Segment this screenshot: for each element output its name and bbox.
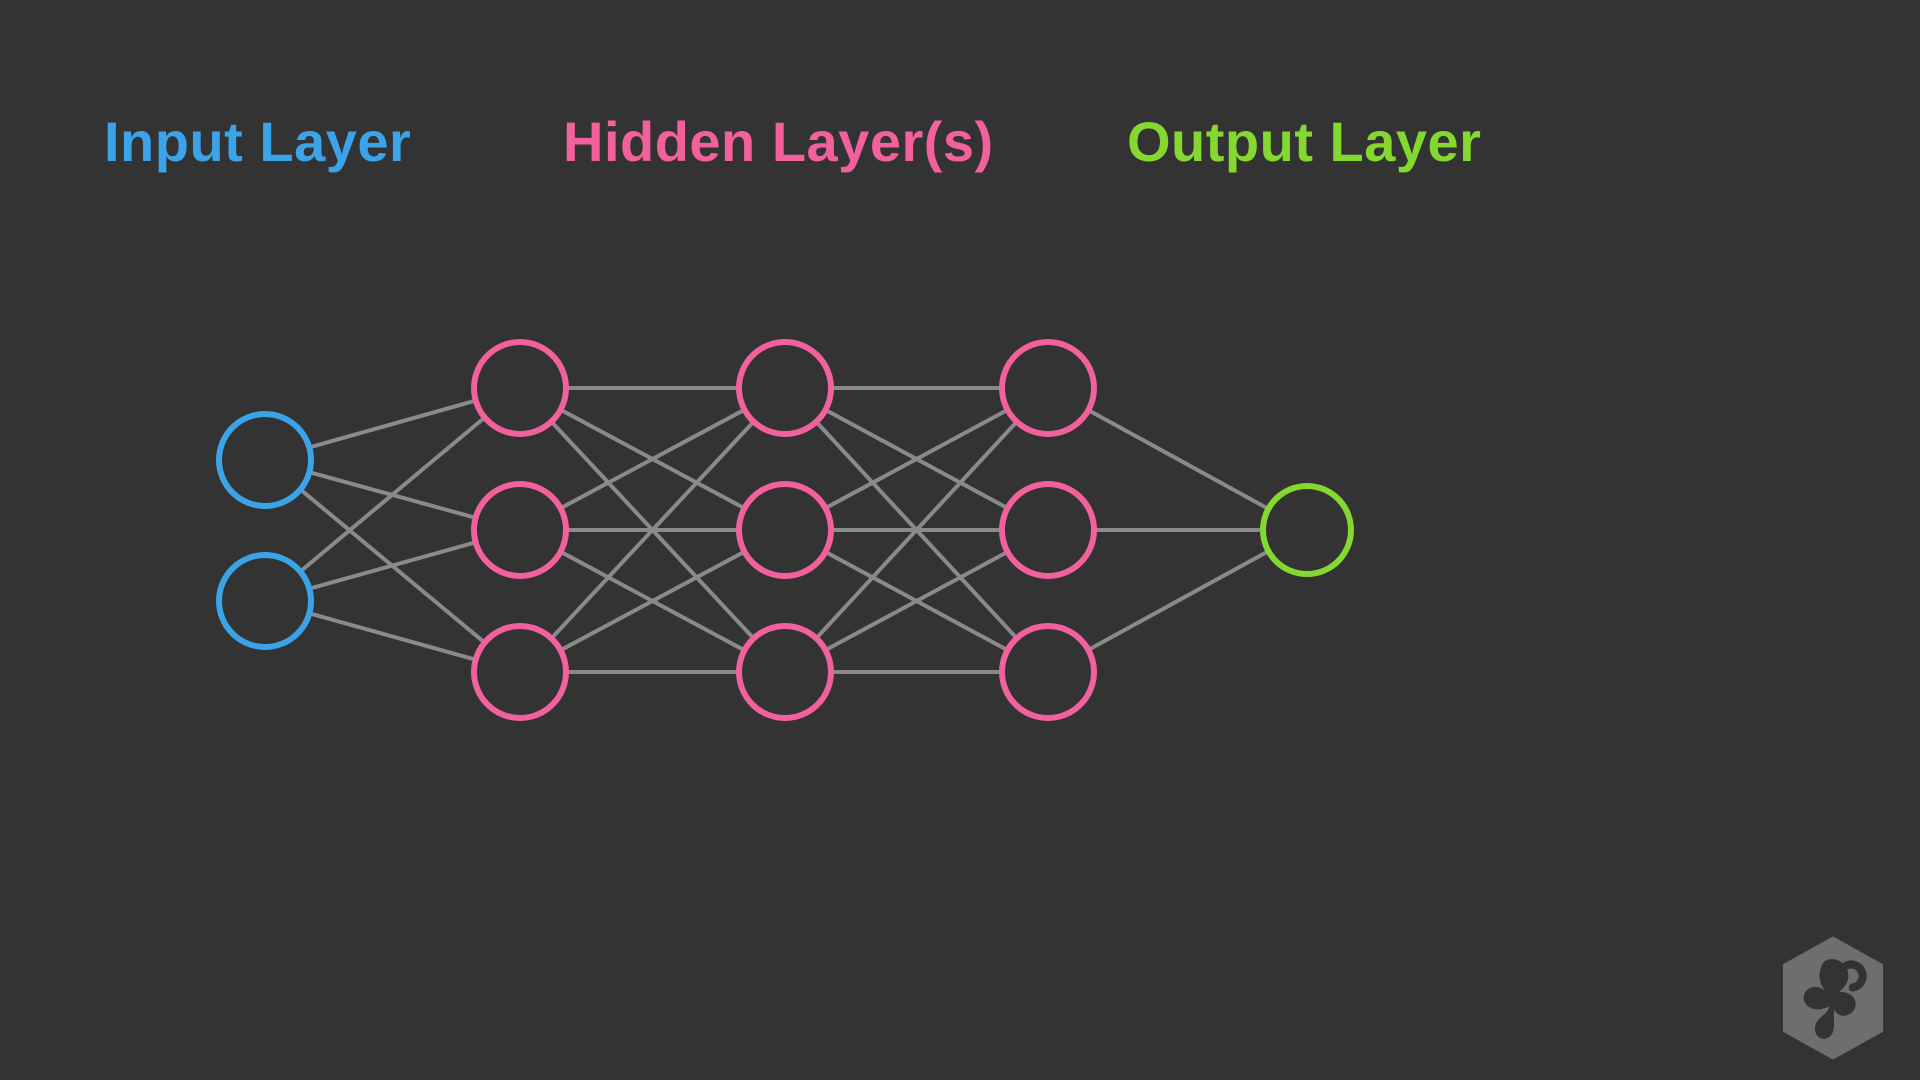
neuron-node-output-1[interactable] xyxy=(1260,483,1354,577)
connection-edge xyxy=(550,420,755,640)
connection-edge xyxy=(1088,549,1269,652)
edge-group xyxy=(299,386,1269,674)
neuron-node-hidden3-3[interactable] xyxy=(999,623,1097,721)
connection-edge xyxy=(560,550,745,652)
connection-edge xyxy=(309,611,476,662)
neuron-node-input-1[interactable] xyxy=(216,411,314,509)
connection-edge xyxy=(560,408,745,510)
neuron-node-hidden2-2[interactable] xyxy=(736,481,834,579)
neuron-node-hidden2-3[interactable] xyxy=(736,623,834,721)
neuron-node-hidden1-3[interactable] xyxy=(471,623,569,721)
node-group xyxy=(216,339,1354,721)
connection-edge xyxy=(825,550,1008,652)
neuron-node-hidden1-2[interactable] xyxy=(471,481,569,579)
connection-edge xyxy=(309,398,476,450)
neuron-node-hidden2-1[interactable] xyxy=(736,339,834,437)
treehouse-logo-watermark xyxy=(1782,936,1884,1060)
neuron-node-hidden3-2[interactable] xyxy=(999,481,1097,579)
connection-edge xyxy=(825,408,1008,510)
neuron-node-input-2[interactable] xyxy=(216,552,314,650)
connection-edge xyxy=(815,421,1018,639)
neuron-node-hidden1-1[interactable] xyxy=(471,339,569,437)
connection-edge xyxy=(1088,408,1269,511)
neuron-node-hidden3-1[interactable] xyxy=(999,339,1097,437)
connection-edge xyxy=(299,416,486,573)
connection-edge xyxy=(309,540,476,591)
gecko-tail xyxy=(1840,960,1867,992)
gecko-glyph xyxy=(1803,959,1867,1039)
gecko-body xyxy=(1803,959,1856,1039)
